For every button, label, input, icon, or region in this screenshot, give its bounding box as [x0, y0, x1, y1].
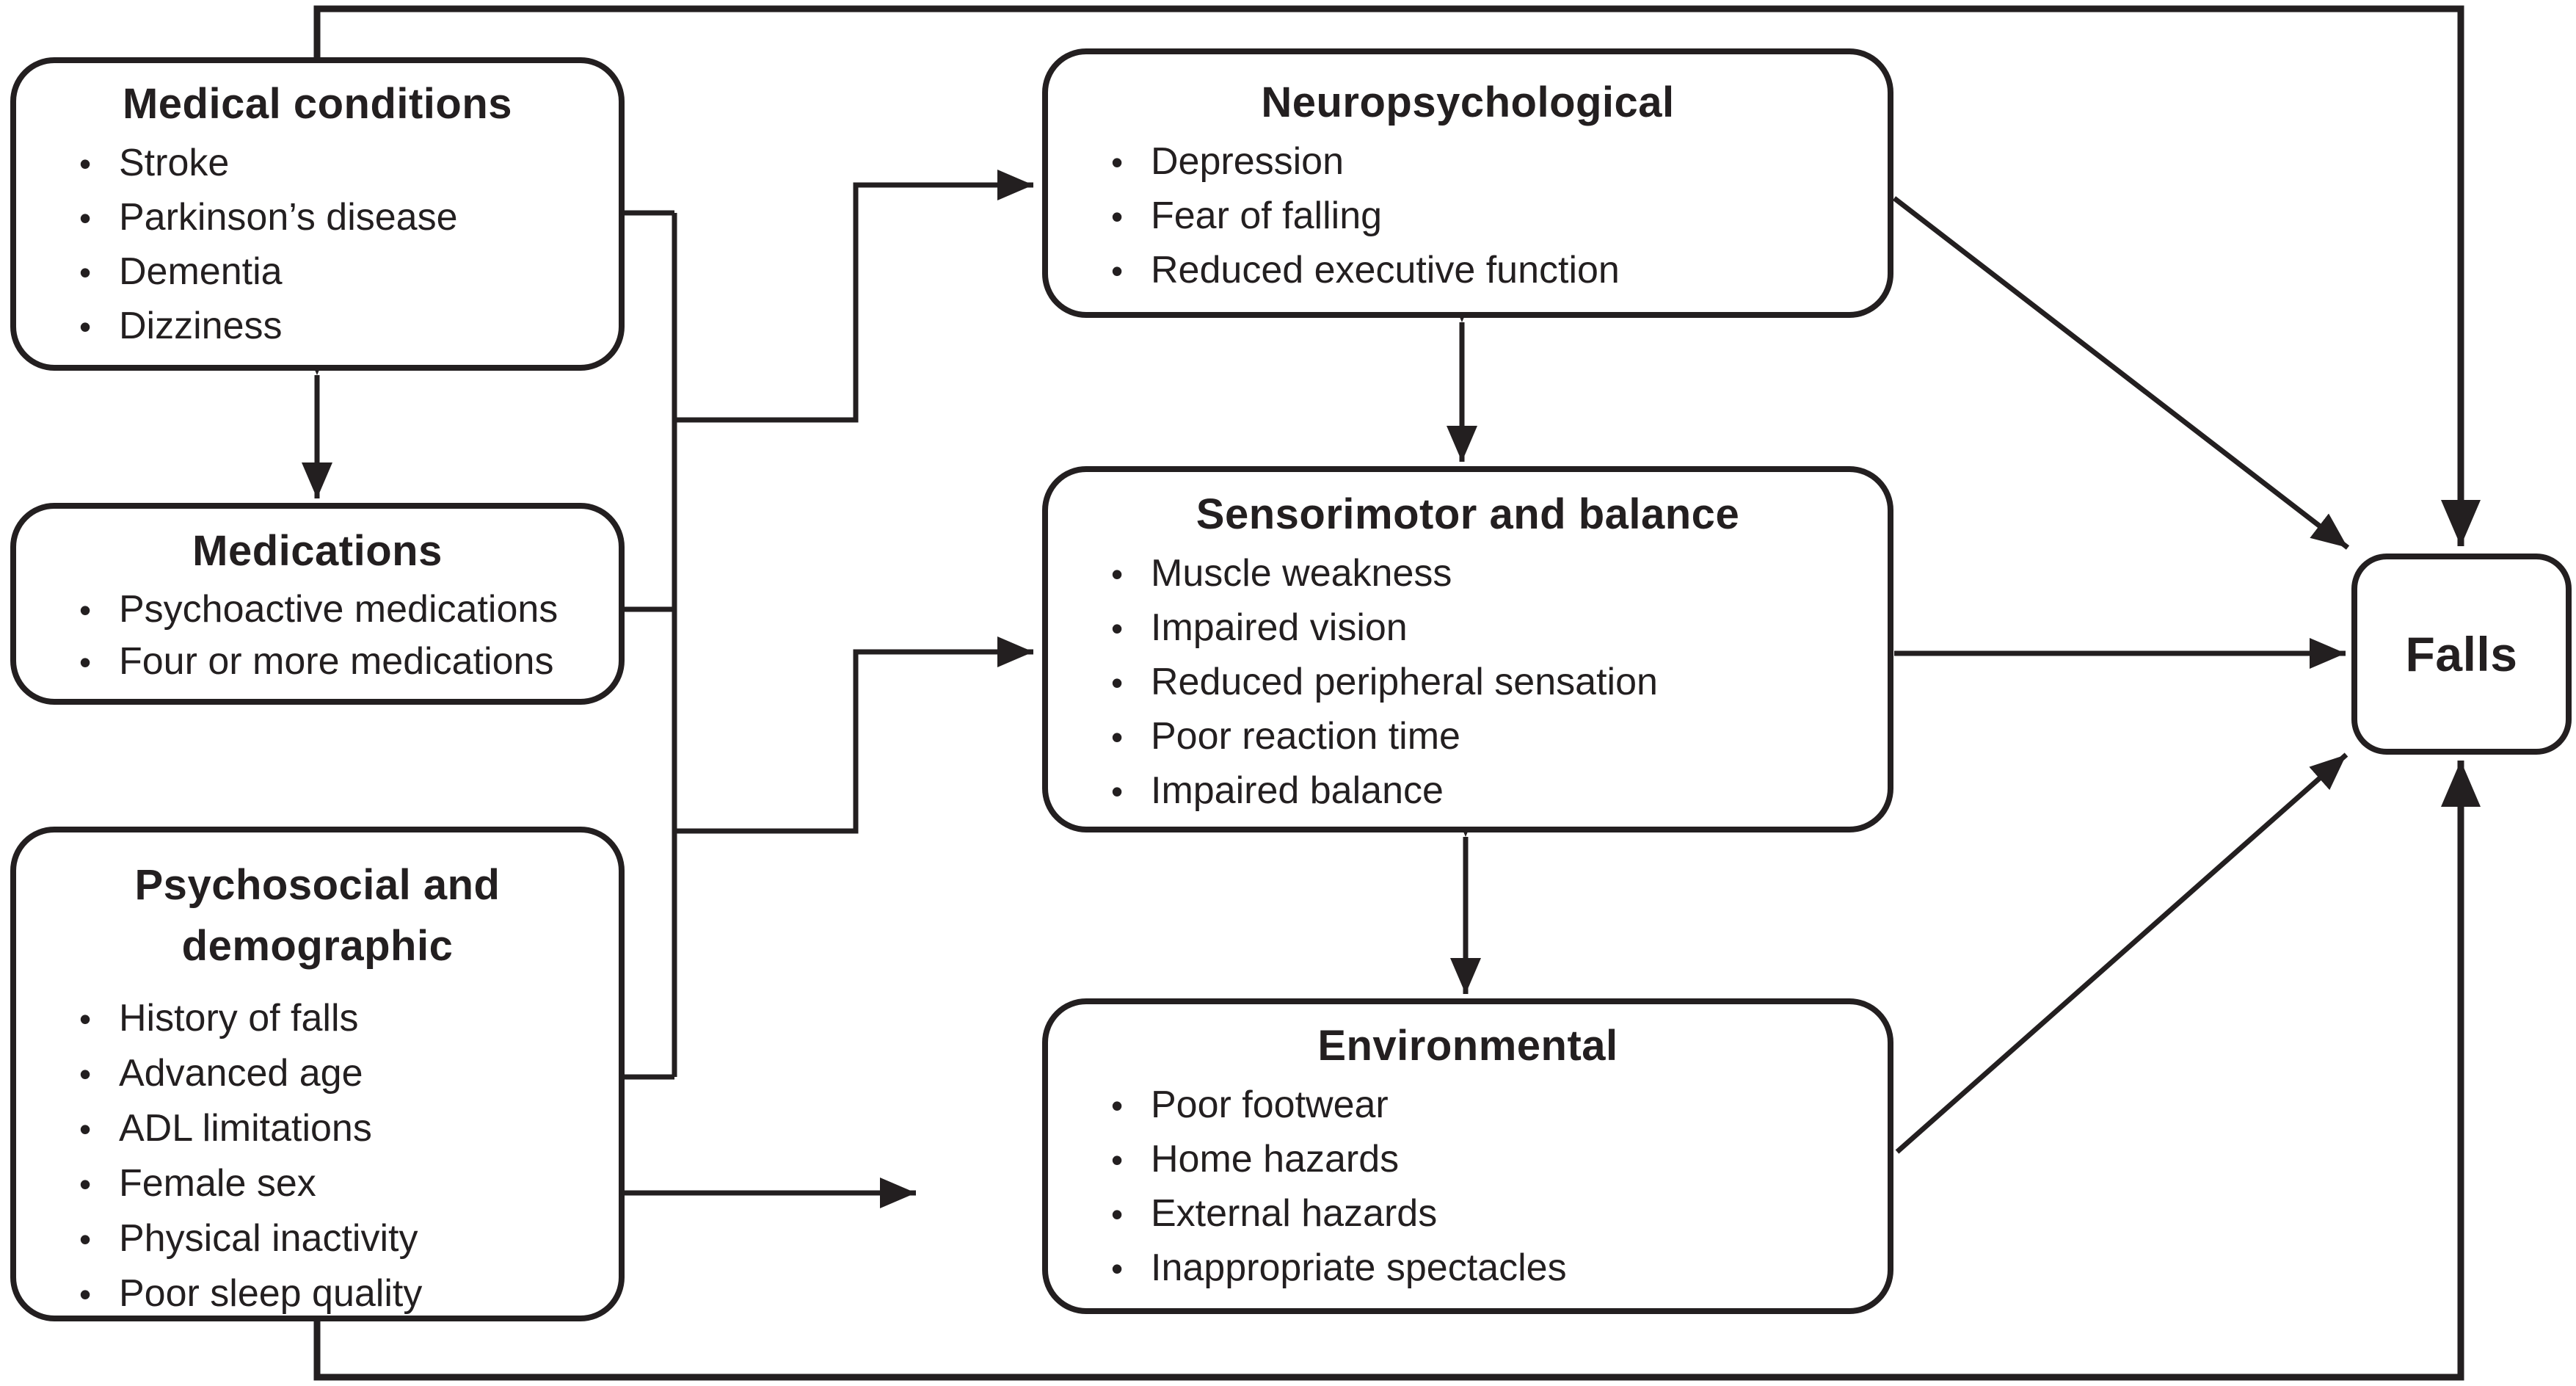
list-item: • Inappropriate spectacles [1083, 1241, 1888, 1296]
arrow-bus-to-neuropsychological [674, 170, 1033, 423]
list-item-label: Muscle weakness [1151, 552, 1452, 595]
psychosocial-title: Psychosocial and demographic [134, 861, 501, 970]
arrow-environmental-to-falls [1895, 752, 2348, 1154]
list-item: • Dizziness [51, 300, 619, 354]
list-item: • Reduced peripheral sensation [1083, 656, 1888, 710]
medical-conditions-list: • Stroke • Parkinson’s disease • Dementia •… [16, 137, 619, 354]
list-item: • Advanced age [51, 1046, 619, 1101]
bullet-dot-icon: • [1110, 1086, 1124, 1125]
bullet-dot-icon: • [1110, 197, 1124, 236]
medical-conditions-title: Medical conditions [122, 80, 513, 128]
list-item-label: Parkinson’s disease [119, 196, 458, 239]
list-item-label: Dizziness [119, 305, 283, 347]
border-bottom-to-falls-arrow [313, 761, 2481, 1381]
list-item: • Psychoactive medications [51, 584, 619, 636]
list-item-label: Stroke [119, 142, 230, 184]
list-item: • Poor footwear [1083, 1078, 1888, 1133]
list-item-label: Impaired balance [1151, 769, 1444, 812]
bullet-dot-icon: • [1110, 143, 1124, 181]
list-item-label: Inappropriate spectacles [1151, 1247, 1567, 1289]
list-item: • Poor sleep quality [51, 1266, 619, 1321]
neuropsychological-title: Neuropsychological [1261, 79, 1675, 126]
box-sensorimotor-balance: Sensorimotor and balance • Muscle weaknes… [1042, 466, 1893, 832]
list-item-label: Reduced peripheral sensation [1151, 661, 1658, 703]
bullet-dot-icon: • [79, 1000, 92, 1038]
bullet-dot-icon: • [1110, 1195, 1124, 1233]
medications-list: • Psychoactive medications • Four or more … [16, 584, 619, 688]
list-item: • Impaired balance [1083, 764, 1888, 819]
list-item-label: Reduced executive function [1151, 249, 1620, 291]
list-item-label: Fear of falling [1151, 195, 1383, 237]
bus-left-boxes [625, 210, 677, 1080]
list-item: • Dementia [51, 245, 619, 300]
box-medical-conditions: Medical conditions • Stroke • Parkinson’s … [10, 57, 625, 371]
bullet-dot-icon: • [1110, 555, 1124, 593]
medications-title: Medications [192, 527, 443, 575]
list-item-label: Impaired vision [1151, 606, 1408, 649]
list-item-label: Depression [1151, 140, 1345, 183]
arrow-neuro-to-falls [1892, 196, 2350, 550]
list-item: • Parkinson’s disease [51, 191, 619, 245]
bullet-dot-icon: • [79, 1110, 92, 1148]
bullet-dot-icon: • [79, 1055, 92, 1093]
bullet-dot-icon: • [79, 253, 92, 291]
list-item-label: History of falls [119, 997, 359, 1040]
bullet-dot-icon: • [79, 1165, 92, 1203]
bullet-dot-icon: • [79, 1220, 92, 1258]
list-item: • Impaired vision [1083, 601, 1888, 656]
bullet-dot-icon: • [1110, 772, 1124, 810]
list-item-label: Female sex [119, 1162, 316, 1205]
list-item: • External hazards [1083, 1187, 1888, 1241]
environmental-title: Environmental [1317, 1022, 1618, 1070]
bullet-dot-icon: • [1110, 1249, 1124, 1288]
psychosocial-list: • History of falls • Advanced age • ADL lim… [16, 991, 619, 1321]
list-item: • History of falls [51, 991, 619, 1046]
sensorimotor-list: • Muscle weakness • Impaired vision • Reduc… [1048, 547, 1888, 819]
list-item: • Reduced executive function [1083, 244, 1888, 298]
list-item-label: Physical inactivity [119, 1217, 418, 1260]
list-item: • ADL limitations [51, 1101, 619, 1156]
list-item-label: Four or more medications [119, 640, 554, 683]
box-environmental: Environmental • Poor footwear • Home hazar… [1042, 998, 1893, 1314]
list-item: • Home hazards [1083, 1133, 1888, 1187]
box-medications: Medications • Psychoactive medications • F… [10, 503, 625, 705]
box-falls: Falls [2351, 554, 2572, 755]
list-item-label: ADL limitations [119, 1107, 372, 1150]
list-item: • Fear of falling [1083, 189, 1888, 244]
falls-title: Falls [2405, 627, 2518, 681]
sensorimotor-title: Sensorimotor and balance [1196, 490, 1740, 538]
list-item: • Female sex [51, 1156, 619, 1211]
bullet-dot-icon: • [1110, 664, 1124, 702]
border-top-to-falls-arrow [313, 5, 2481, 546]
list-item: • Stroke [51, 137, 619, 191]
list-item-label: Advanced age [119, 1052, 363, 1095]
list-item: • Muscle weakness [1083, 547, 1888, 601]
bullet-dot-icon: • [1110, 609, 1124, 647]
list-item-label: External hazards [1151, 1192, 1438, 1235]
box-psychosocial-demographic: Psychosocial and demographic • History of… [10, 827, 625, 1321]
arrow-bus-to-sensorimotor [674, 636, 1033, 834]
list-item-label: Dementia [119, 250, 283, 293]
list-item-label: Poor sleep quality [119, 1272, 423, 1315]
bullet-dot-icon: • [79, 199, 92, 237]
bullet-dot-icon: • [1110, 718, 1124, 756]
list-item-label: Home hazards [1151, 1138, 1400, 1180]
bullet-dot-icon: • [79, 1275, 92, 1313]
list-item-label: Psychoactive medications [119, 588, 559, 631]
bullet-dot-icon: • [79, 145, 92, 183]
environmental-list: • Poor footwear • Home hazards • External h… [1048, 1078, 1888, 1296]
list-item: • Physical inactivity [51, 1211, 619, 1266]
bullet-dot-icon: • [1110, 252, 1124, 290]
list-item-label: Poor footwear [1151, 1084, 1389, 1126]
box-neuropsychological: Neuropsychological • Depression • Fear of … [1042, 48, 1893, 318]
list-item: • Poor reaction time [1083, 710, 1888, 764]
list-item: • Depression [1083, 135, 1888, 189]
list-item: • Four or more medications [51, 636, 619, 688]
neuropsychological-list: • Depression • Fear of falling • Reduced ex… [1048, 135, 1888, 298]
bullet-dot-icon: • [79, 308, 92, 346]
bullet-dot-icon: • [79, 591, 92, 629]
bullet-dot-icon: • [79, 643, 92, 681]
list-item-label: Poor reaction time [1151, 715, 1460, 758]
bullet-dot-icon: • [1110, 1141, 1124, 1179]
